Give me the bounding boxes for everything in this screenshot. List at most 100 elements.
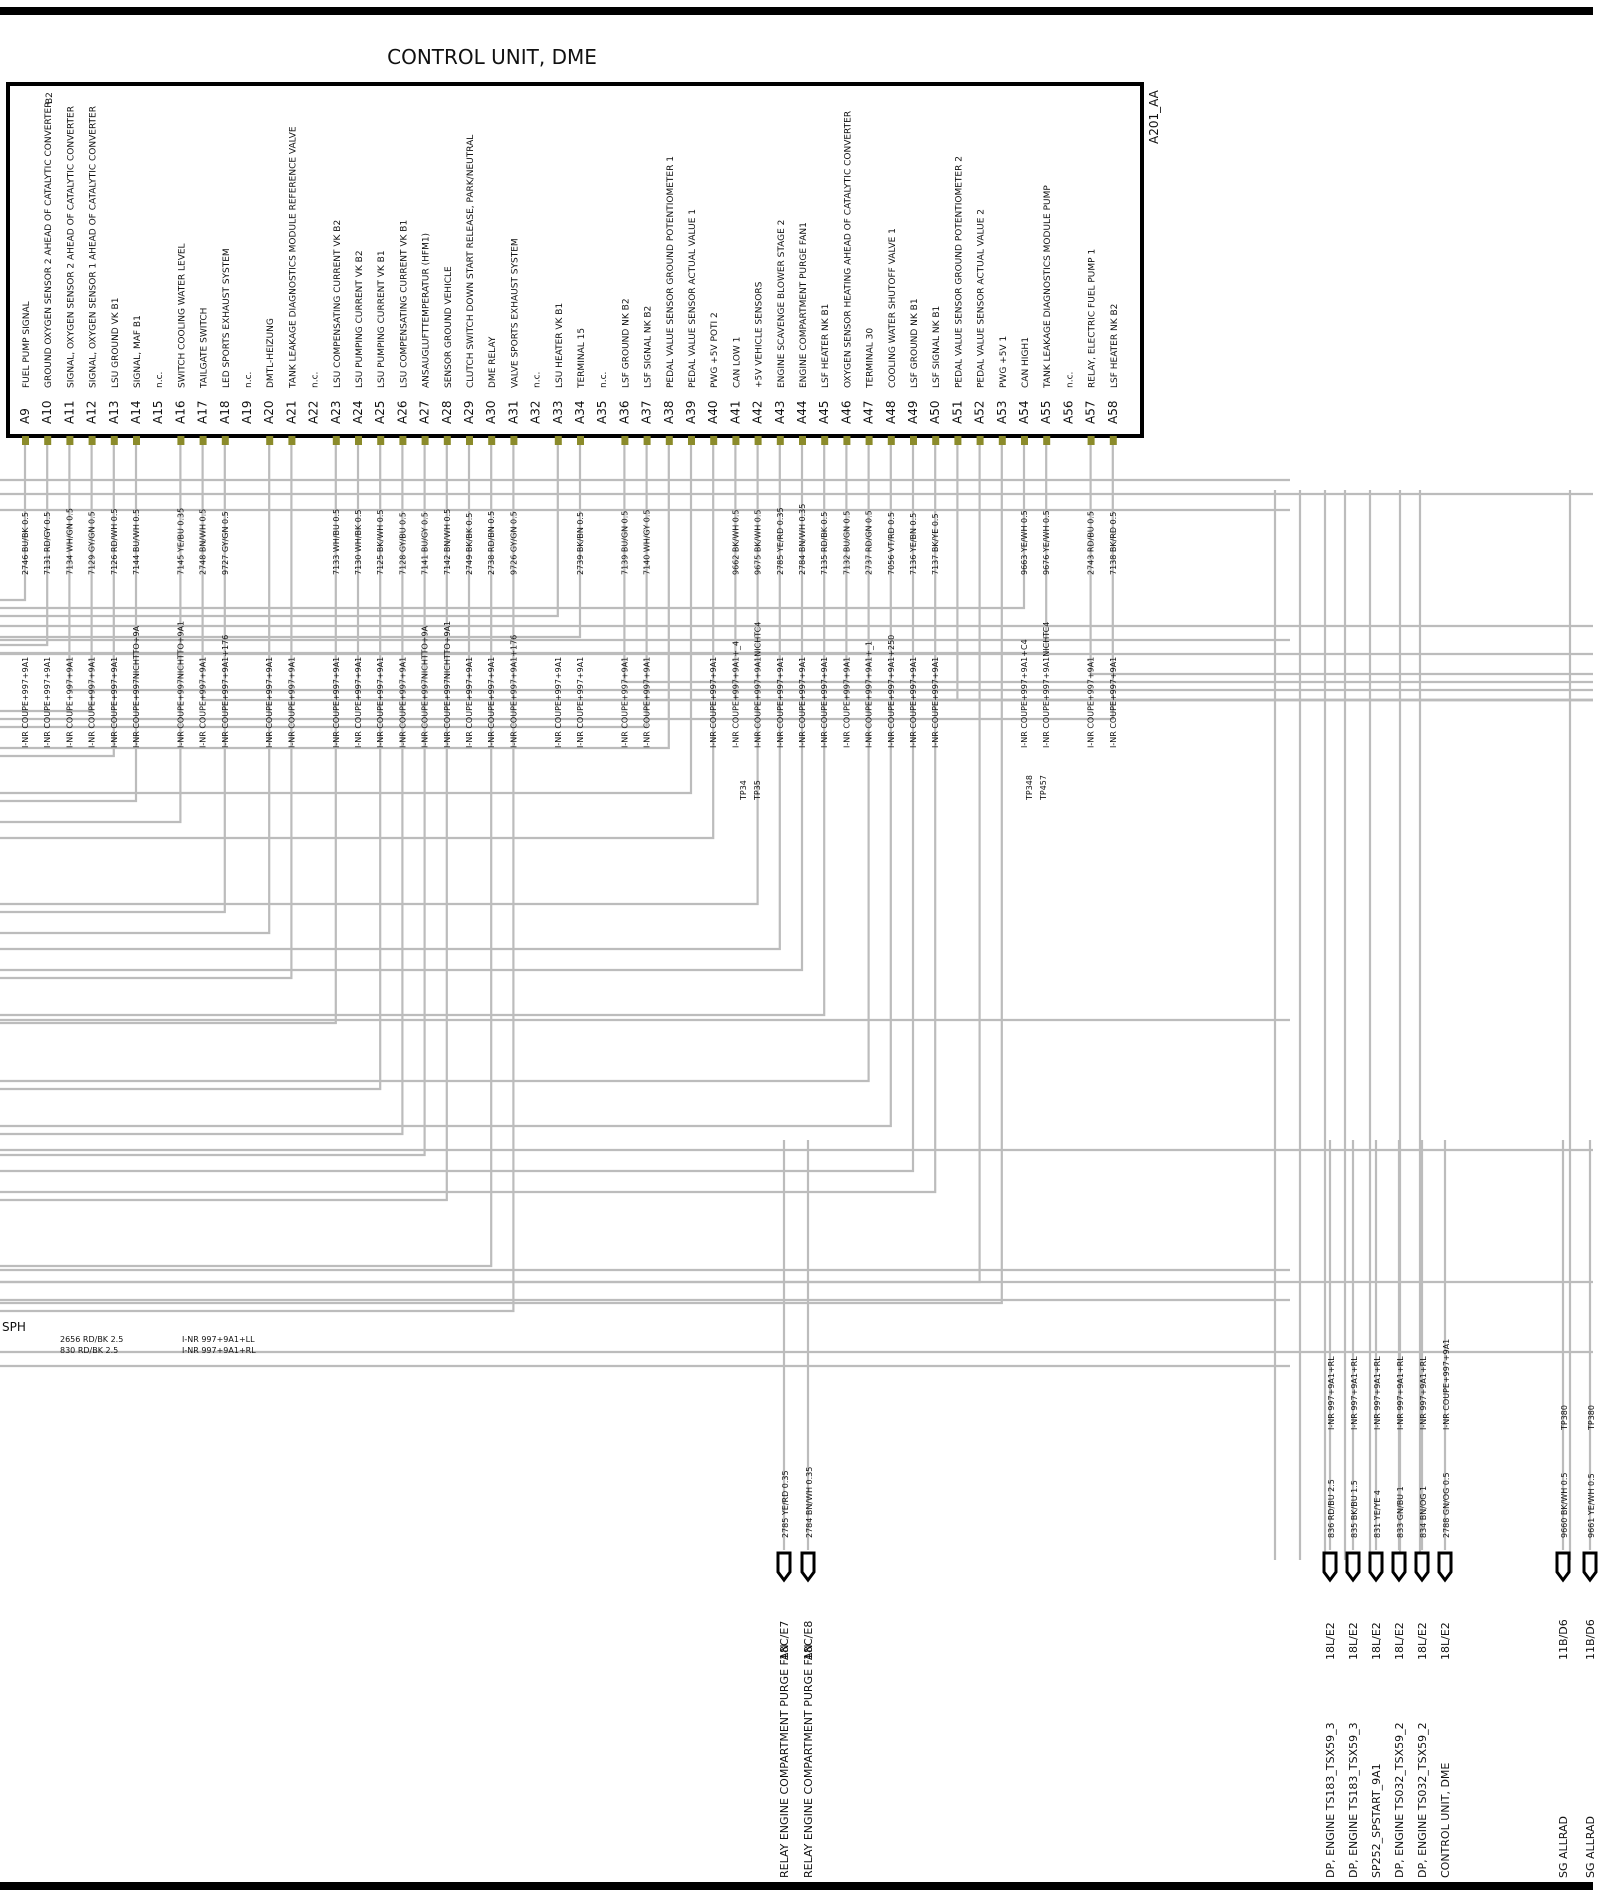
pin-terminal[interactable]: [821, 436, 829, 445]
connector-terminal[interactable]: [1391, 1551, 1407, 1583]
connector-terminal[interactable]: [800, 1551, 816, 1583]
pin-terminal[interactable]: [466, 436, 473, 445]
pin-terminal[interactable]: [643, 436, 651, 445]
control-unit-box[interactable]: [6, 82, 1144, 438]
pin-terminal[interactable]: [199, 436, 207, 445]
pin-description: LSF SIGNAL NK B1: [932, 306, 942, 388]
pin-terminal[interactable]: [910, 436, 917, 445]
pin-terminal[interactable]: [621, 436, 629, 445]
connector-route-label: TP380: [1560, 1405, 1569, 1431]
pin-description: FUEL PUMP SIGNAL: [22, 301, 32, 388]
pin-description: PEDAL VALUE SENSOR GROUND POTENTIOMETER …: [954, 156, 964, 388]
wire: [0, 445, 49, 647]
pin-terminal[interactable]: [288, 436, 296, 445]
pin-description: LSU COMPENSATING CURRENT VK B2: [333, 220, 343, 388]
connector-reference: 11B/D6: [1584, 1619, 1597, 1660]
pin-terminal[interactable]: [710, 436, 718, 445]
connector-terminal[interactable]: [1368, 1551, 1384, 1583]
pin-terminal[interactable]: [133, 436, 140, 445]
pin-description: LED SPORTS EXHAUST SYSTEM: [222, 248, 232, 388]
pin-terminal[interactable]: [266, 436, 274, 445]
pin-terminal[interactable]: [88, 436, 96, 445]
wire: [0, 445, 404, 1136]
connector-name: SP252_SPSTART_9A1: [1370, 1763, 1383, 1878]
connector-reference: 18L/E2: [1439, 1622, 1452, 1660]
connector-wire-label: 2788 GN/OG 0.5: [1442, 1472, 1451, 1538]
pin-terminal[interactable]: [932, 436, 940, 445]
wire-route-label: I-NR COUPE+997+9A1: [287, 657, 296, 748]
pin-terminal[interactable]: [665, 436, 673, 445]
pin-terminal[interactable]: [732, 436, 740, 445]
pin-terminal[interactable]: [776, 436, 784, 445]
pin-terminal[interactable]: [510, 436, 518, 445]
pin-label: A18: [218, 401, 232, 424]
connector-terminal[interactable]: [1582, 1551, 1598, 1583]
pin-description: CAN HIGH1: [1021, 337, 1031, 388]
pin-terminal[interactable]: [221, 436, 229, 445]
pin-terminal[interactable]: [399, 436, 407, 445]
pin-description: CAN LOW 1: [732, 337, 742, 388]
pin-description: PEDAL VALUE SENSOR GROUND POTENTIOMETER …: [666, 156, 676, 388]
wire: [0, 445, 1114, 721]
pin-terminal[interactable]: [1109, 436, 1117, 445]
connector-terminal[interactable]: [1555, 1551, 1571, 1583]
connector-terminal[interactable]: [776, 1551, 792, 1583]
connector-route-label: I-NR 997+9A1+RL: [1327, 1356, 1336, 1430]
wire-route-label: I-NR COUPE+997+9A1: [909, 657, 918, 748]
pin-description: ENGINE COMPARTMENT PURGE FAN1: [799, 222, 809, 388]
pin-terminal[interactable]: [332, 436, 340, 445]
wire: [956, 445, 1593, 702]
pin-terminal[interactable]: [443, 436, 451, 445]
pin-terminal[interactable]: [843, 436, 851, 445]
pin-terminal[interactable]: [377, 436, 385, 445]
wire: [0, 445, 27, 602]
pin-terminal[interactable]: [688, 436, 695, 445]
wire-label: 7145 YE/BU 0.35: [176, 508, 185, 575]
wire-route-label: I-NR COUPE+997NICHTTO+9A1: [176, 621, 185, 748]
pin-terminal[interactable]: [488, 436, 496, 445]
pin-description: LSF GROUND NK B2: [621, 298, 631, 388]
connector-terminal[interactable]: [1345, 1551, 1361, 1583]
connector-terminal[interactable]: [1322, 1551, 1338, 1583]
pin-terminal[interactable]: [865, 436, 873, 445]
pin-label: A58: [1106, 401, 1120, 424]
pin-terminal[interactable]: [577, 436, 584, 445]
wire-route-label: I-NR COUPE+997+9A1+250: [887, 635, 896, 748]
pin-terminal[interactable]: [799, 436, 806, 445]
pin-terminal[interactable]: [754, 436, 762, 445]
pin-terminal[interactable]: [998, 436, 1006, 445]
pin-terminal[interactable]: [1087, 436, 1095, 445]
wire-route-label: I-NR COUPE+997+9A1: [398, 657, 407, 748]
pin-terminal[interactable]: [355, 436, 362, 445]
pin-terminal[interactable]: [22, 436, 29, 445]
pin-terminal[interactable]: [954, 436, 962, 445]
pin-terminal[interactable]: [44, 436, 52, 445]
pin-label: A30: [484, 401, 498, 424]
connector-terminal[interactable]: [1437, 1551, 1453, 1583]
pin-terminal[interactable]: [887, 436, 895, 445]
pin-description: n.c.: [533, 372, 543, 388]
pin-label: A9: [18, 408, 32, 424]
pin-terminal[interactable]: [66, 436, 74, 445]
wire-route-label: I-NR COUPE+997+9A1: [487, 657, 496, 748]
pin-terminal[interactable]: [1021, 436, 1028, 445]
pin-terminal[interactable]: [421, 436, 429, 445]
connector-wire-label: 831 YE/YE 4: [1373, 1490, 1382, 1538]
wire-label: 7056 VT/RD 0.5: [887, 512, 896, 575]
wire-label: 7135 RD/BK 0.5: [820, 512, 829, 575]
wire-route-label: I-NR COUPE+997+9A1: [709, 657, 718, 748]
connector-terminal[interactable]: [1414, 1551, 1430, 1583]
pin-terminal[interactable]: [554, 436, 562, 445]
test-point-label: TP35: [753, 780, 762, 801]
pin-terminal[interactable]: [177, 436, 185, 445]
pin-terminal[interactable]: [110, 436, 118, 445]
pin-terminal[interactable]: [1043, 436, 1051, 445]
wire-label: 2738 RD/BN 0.5: [487, 511, 496, 575]
pin-description: n.c.: [599, 372, 609, 388]
pin-terminal[interactable]: [976, 436, 984, 445]
pin-label: A43: [773, 401, 787, 424]
pin-description: DME RELAY: [488, 336, 498, 388]
